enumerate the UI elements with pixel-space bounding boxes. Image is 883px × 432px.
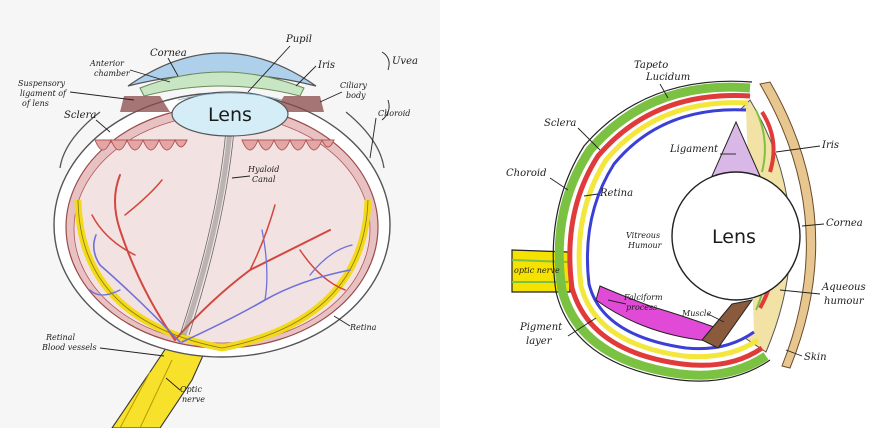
label-suspensory-2: ligament of	[20, 89, 68, 98]
label-optic-nerve-2: nerve	[182, 395, 205, 404]
label-choroid: Choroid	[378, 109, 410, 118]
human-eye-svg: Cornea Pupil Anterior chamber Iris Uvea …	[0, 0, 440, 428]
label-retinal-vessels-1: Retinal	[45, 333, 75, 342]
label-suspensory-3: of lens	[22, 99, 49, 108]
human-eye-diagram: Cornea Pupil Anterior chamber Iris Uvea …	[0, 0, 440, 428]
label-iris: Iris	[821, 140, 839, 151]
label-ciliary-2: body	[346, 91, 366, 100]
label-sclera: Sclera	[544, 118, 576, 129]
label-falciform-1: Falciform	[623, 293, 663, 302]
label-ciliary-1: Ciliary	[340, 81, 367, 90]
label-retinal-vessels-2: Blood vessels	[41, 343, 97, 352]
label-uvea: Uvea	[392, 56, 418, 67]
label-pigment-2: layer	[526, 336, 553, 347]
label-skin: Skin	[804, 352, 827, 363]
label-suspensory-1: Suspensory	[18, 79, 65, 88]
label-optic-nerve-1: Optic	[180, 385, 202, 394]
label-cornea: Cornea	[150, 48, 187, 59]
fish-eye-diagram: Tapeto Lucidum Sclera Ligament Iris Chor…	[450, 0, 883, 428]
label-aqueous-2: humour	[824, 296, 865, 307]
label-muscle: Muscle	[681, 309, 711, 318]
label-lens: Lens	[208, 104, 252, 126]
fish-eye-svg: Tapeto Lucidum Sclera Ligament Iris Chor…	[450, 0, 883, 428]
label-tapetum-1: Tapeto	[634, 60, 668, 71]
label-ligament: Ligament	[669, 144, 719, 155]
label-lens: Lens	[712, 226, 756, 248]
label-pigment-1: Pigment	[519, 322, 563, 333]
label-iris: Iris	[317, 60, 335, 71]
label-cornea: Cornea	[826, 218, 863, 229]
label-aqueous-1: Aqueous	[821, 282, 866, 293]
label-retina: Retina	[599, 188, 633, 199]
label-vitreous-2: Humour	[627, 241, 663, 250]
label-choroid: Choroid	[506, 168, 547, 179]
label-hyaloid-1: Hyaloid	[247, 165, 279, 174]
label-hyaloid-2: Canal	[252, 175, 276, 184]
label-vitreous-1: Vitreous	[626, 231, 660, 240]
label-anterior-chamber-1: Anterior	[89, 59, 125, 68]
label-falciform-2: process	[626, 303, 657, 312]
label-anterior-chamber-2: chamber	[94, 69, 131, 78]
label-tapetum-2: Lucidum	[645, 72, 690, 83]
label-pupil: Pupil	[285, 34, 312, 45]
label-sclera: Sclera	[64, 110, 96, 121]
label-optic-nerve: optic nerve	[514, 266, 560, 275]
label-retina: Retina	[349, 323, 377, 332]
